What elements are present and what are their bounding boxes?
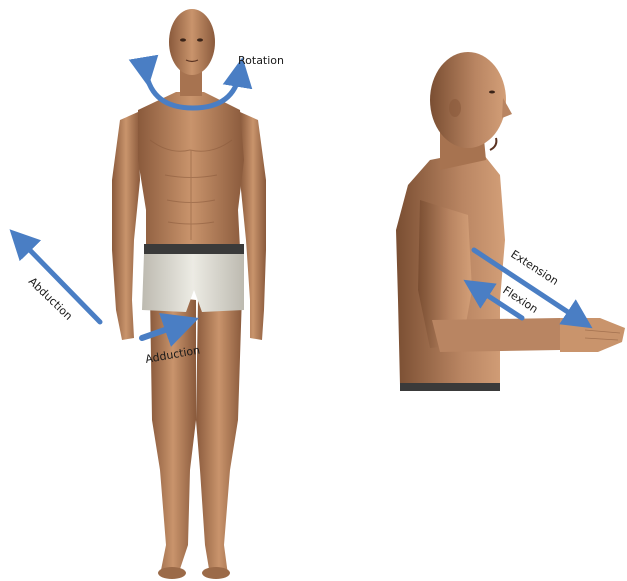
front-right-leg (196, 295, 242, 575)
abduction-label: Abduction (26, 275, 75, 323)
front-human-figure (112, 9, 266, 579)
extension-label: Extension (508, 248, 560, 288)
front-left-foot (158, 567, 186, 579)
side-head (430, 52, 506, 148)
side-hand (560, 318, 625, 352)
side-nose (502, 98, 512, 118)
front-left-leg (150, 295, 196, 575)
side-waistband (400, 383, 500, 391)
front-head (169, 9, 215, 75)
front-waistband (144, 244, 244, 254)
front-right-foot (202, 567, 230, 579)
side-human-figure (396, 52, 625, 391)
front-left-arm (112, 112, 140, 340)
rotation-label: Rotation (238, 54, 284, 67)
